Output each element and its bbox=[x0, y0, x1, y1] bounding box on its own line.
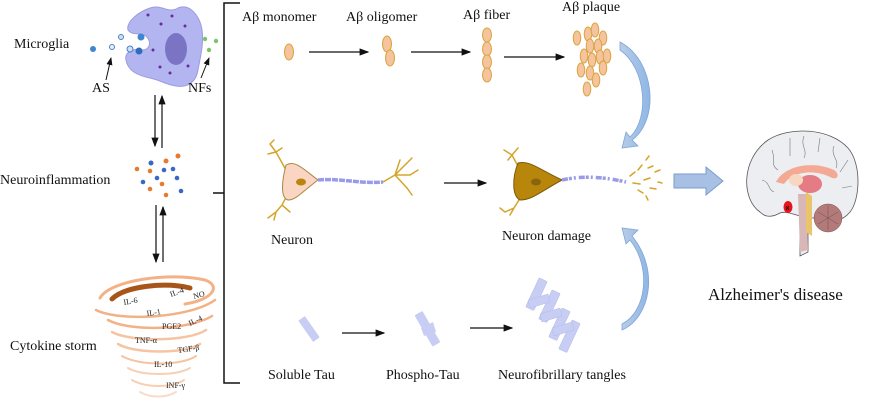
nf-particle bbox=[213, 38, 219, 44]
microglia-cell bbox=[125, 6, 204, 87]
as-particle bbox=[118, 34, 124, 40]
abeta-fiber bbox=[482, 27, 492, 83]
neuron-damage-label: Neuron damage bbox=[502, 229, 592, 244]
cytokine-label: IL-6 bbox=[123, 296, 139, 307]
cytokine-label: PGE2 bbox=[162, 322, 181, 331]
soluble-tau bbox=[298, 316, 320, 342]
cytokine-label: IL-10 bbox=[154, 360, 172, 369]
lesion-marker bbox=[783, 201, 793, 213]
as-pointer-arrow bbox=[105, 57, 113, 81]
arrow-to-brain bbox=[673, 165, 724, 197]
cytokine-labels: IL-6 IL-1 IL-4 NO PGE2 IL-4 TNF-α TGF-β … bbox=[123, 286, 206, 390]
cytokine-label: IL-4 bbox=[187, 314, 204, 328]
nf-particle bbox=[202, 36, 208, 42]
svg-text:x: x bbox=[786, 205, 790, 212]
nfs-pointer-arrow bbox=[200, 57, 210, 79]
bracket bbox=[213, 2, 240, 384]
abeta-oligomer bbox=[382, 35, 395, 67]
curved-arrow-tau-to-damage bbox=[621, 227, 650, 331]
neuroinflammation-dots bbox=[134, 153, 184, 198]
cytokine-label: INF-γ bbox=[166, 381, 186, 390]
cytokine-tornado bbox=[94, 275, 217, 398]
abeta-oligomer-label: Aβ oligomer bbox=[346, 10, 418, 25]
microglia-body bbox=[125, 6, 204, 87]
phospho-tau-label: Phospho-Tau bbox=[386, 368, 460, 383]
neuroinflammation-label: Neuroinflammation bbox=[0, 173, 111, 188]
as-label: AS bbox=[92, 81, 110, 96]
brain-illustration: x bbox=[746, 130, 859, 257]
microglia-label: Microglia bbox=[14, 37, 70, 52]
cytokine-label: IL-1 bbox=[146, 307, 161, 318]
microglia-nucleus bbox=[165, 33, 187, 65]
cytokine-storm-label: Cytokine storm bbox=[10, 339, 97, 354]
as-particle bbox=[90, 46, 96, 52]
neurofibrillary-tangles bbox=[525, 277, 581, 353]
cytokine-label: TGF-β bbox=[177, 343, 200, 355]
abeta-plaque-label: Aβ plaque bbox=[562, 0, 621, 15]
cytokine-label: NO bbox=[192, 289, 206, 301]
nfs-label: NFs bbox=[188, 81, 212, 96]
nf-particle bbox=[206, 47, 212, 53]
soluble-tau-label: Soluble Tau bbox=[268, 368, 335, 383]
abeta-monomer bbox=[284, 43, 294, 61]
damaged-neuron bbox=[499, 147, 663, 216]
healthy-neuron bbox=[267, 139, 419, 221]
phospho-tau bbox=[414, 311, 440, 347]
cytokine-label: TNF-α bbox=[135, 336, 158, 345]
neuron-label: Neuron bbox=[271, 233, 313, 248]
alzheimers-disease-label: Alzheimer's disease bbox=[708, 285, 843, 304]
abeta-monomer-label: Aβ monomer bbox=[242, 10, 317, 25]
neurofibrillary-tangles-label: Neurofibrillary tangles bbox=[498, 368, 626, 383]
abeta-fiber-label: Aβ fiber bbox=[463, 8, 511, 23]
as-particle bbox=[109, 44, 115, 50]
abeta-plaque bbox=[572, 22, 612, 97]
curved-arrow-amyloid-to-damage bbox=[619, 41, 651, 149]
